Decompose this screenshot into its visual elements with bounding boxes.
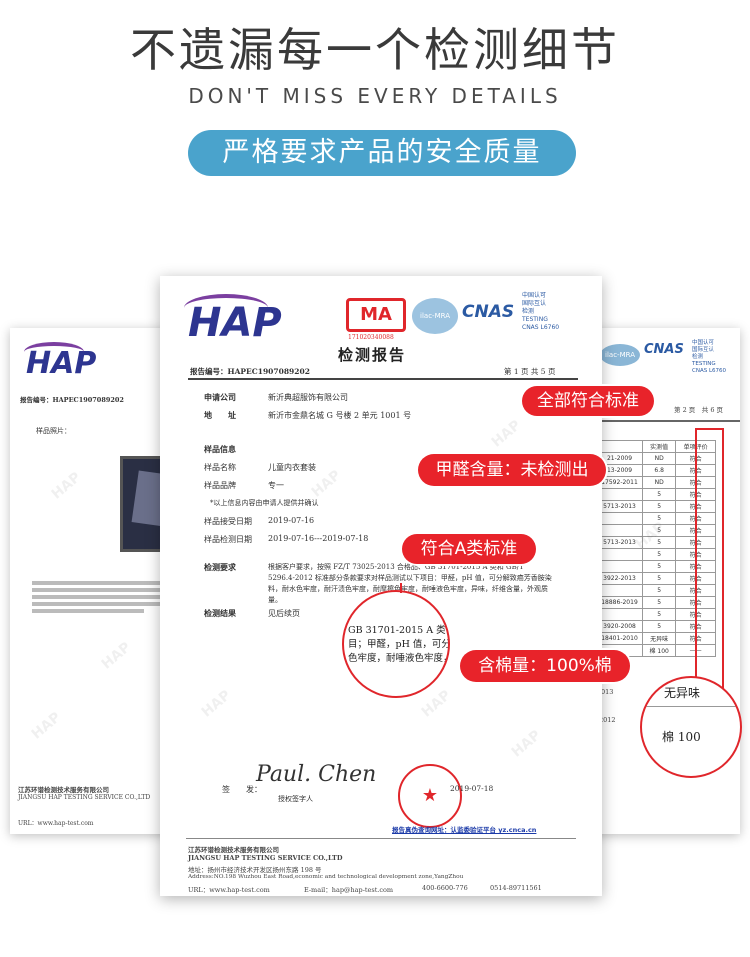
highlight-column [695,428,697,728]
sample-brand: 专一 [268,481,284,490]
sample-info-label: 样品信息 [204,444,236,454]
zoom-circle-requirement: GB 31701-2015 A 类 目；甲醛，pH 值，可分 色牢度，耐唾液色牢… [342,590,450,698]
callout-class-a: 符合A类标准 [402,534,536,564]
report-no: 报告编号：HAPEC1907089202 [190,367,310,376]
left-report-no: 报告编号：HAPEC1907089202 [20,396,124,404]
footer-address-en: Address:NO.198 Wuzhou East Road,economic… [188,874,464,880]
table-row: 18401-2010无异味符合 [596,632,716,645]
page-title: 不遗漏每一个检测细节 [130,23,620,77]
table-row: 5符合 [596,584,716,597]
report-title: 检测报告 [338,346,407,364]
result-label: 检测结果 [204,608,236,618]
hap-logo-main: HAP [184,294,282,346]
verify-link[interactable]: 报告真伪查询网址：认监委验证平台 yz.cnca.cn [392,826,537,834]
sample-brand-label: 样品品牌 [204,481,236,490]
report-page-photo: HAP 报告编号：HAPEC1907089202 样品照片： 江苏环谱检测技术服… [10,328,180,834]
footer-fax: 0514-89711561 [490,884,542,892]
address-label: 地 址 [204,410,236,420]
table-row: 5符合 [596,488,716,501]
report-cover-page: HAP MA 171020340088 ilac-MRA CNAS 中国认可国际… [160,276,602,896]
footer-company-en: JIANGSU HAP TESTING SERVICE CO.,LTD [188,854,343,862]
table-row: 5符合 [596,608,716,621]
quality-pill: 严格要求产品的安全质量 [188,130,576,176]
page-no: 第 1 页 共 5 页 [504,367,556,376]
cnas-logo-main: CNAS [462,302,515,322]
footer-url: URL：www.hap-test.com [188,886,270,894]
table-row: 3920-20085符合 [596,620,716,633]
cnas-logo: CNAS [644,342,684,357]
callout-all-pass: 全部符合标准 [522,386,654,416]
left-footer-company: 江苏环谱检测技术服务有限公司 [18,786,109,794]
callout-formaldehyde: 甲醛含量：未检测出 [418,454,606,486]
table-row: 18886-20195符合 [596,596,716,609]
tested-date: 2019-07-16---2019-07-18 [268,534,369,543]
table-row: 5符合 [596,560,716,573]
table-row: 17592-2011ND符合 [596,476,716,489]
cma-logo: MA [346,298,406,332]
left-footer-url: URL：www.hap-test.com [18,820,94,827]
footer-address: 地址：扬州市经济技术开发区扬州东路 198 号 [188,866,322,874]
received-label: 样品接受日期 [204,517,252,526]
table-row: 5713-20135符合 [596,500,716,513]
cma-code: 171020340088 [348,334,394,341]
applicant: 新沂典超服饰有限公司 [268,393,348,402]
sign-label: 签 发： [222,785,262,794]
footer-email: E-mail：hap@hap-test.com [304,886,394,894]
table-row: 5符合 [596,548,716,561]
right-page-no: 第 2 页 共 6 页 [674,406,724,414]
sample-name-label: 样品名称 [204,463,236,472]
tested-label: 样品检测日期 [204,535,252,544]
table-row: 3922-20135符合 [596,572,716,585]
zoom-circle-cotton: 无异味 棉 100 [640,676,742,778]
received-date: 2019-07-16 [268,516,315,525]
left-disclaimer [32,578,172,616]
hap-logo: HAP [24,342,96,381]
applicant-label: 申请公司 [204,392,236,402]
table-row: 21-2009ND符合 [596,452,716,465]
requirement: 根据客户要求，按照 FZ/T 73025-2013 合格品、GB 31701-2… [268,563,552,604]
sample-name: 儿童内衣套装 [268,463,316,472]
ilac-logo-main: ilac-MRA [412,298,458,334]
address: 新沂市金鼎名城 G 号楼 2 单元 1001 号 [268,411,412,420]
page-subtitle: DON'T MISS EVERY DETAILS [188,84,562,108]
callout-cotton: 含棉量：100%棉 [460,650,630,682]
requirement-label: 检测要求 [204,562,236,572]
footer-tel: 400-6600-776 [422,884,468,892]
results-table: 实测值 单项评价 21-2009ND符合13-20096.8符合17592-20… [596,440,716,657]
note: *以上信息内容由申请人提供并确认 [210,499,319,507]
left-footer-en: JIANGSU HAP TESTING SERVICE CO.,LTD [18,794,151,801]
signature: Paul. Chen [256,762,377,787]
footer-company: 江苏环谱检测技术服务有限公司 [188,846,279,854]
signer-title: 授权签字人 [278,795,313,803]
left-photo-label: 样品照片： [36,427,71,435]
sign-date: 2019-07-18 [450,784,494,793]
result: 见后续页 [268,609,300,618]
company-seal: ★ [398,764,462,828]
ilac-logo: ilac-MRA [600,344,640,366]
